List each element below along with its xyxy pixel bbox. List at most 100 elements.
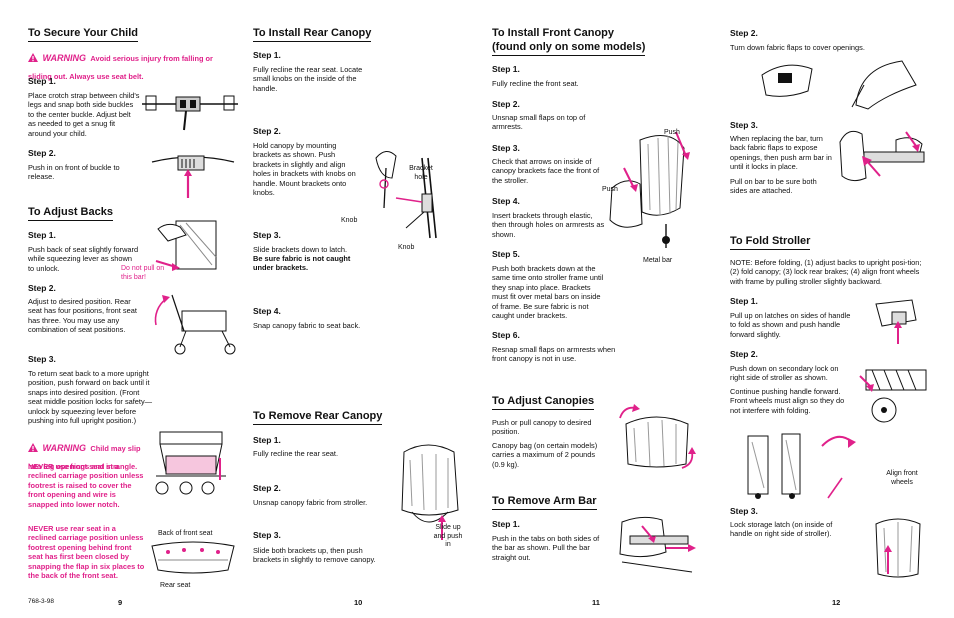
step-text: Lock storage latch (on inside of handle … — [730, 520, 833, 539]
page-number: 9 — [118, 598, 123, 607]
front-canopy-illustration — [609, 131, 690, 248]
caption-push: Push — [602, 186, 618, 193]
adjust-canopies-title: To Adjust Canopies — [492, 394, 595, 410]
page-number: 11 — [592, 598, 600, 607]
step-text: Unsnap small flaps on top of armrests. — [492, 113, 586, 132]
step-text: Fully recline the rear seat. Locate smal… — [253, 65, 363, 93]
secure-child-title: To Secure Your Child — [28, 26, 139, 42]
warning-word: WARNING — [42, 443, 86, 453]
step-text: Push in the tabs on both sides of the ba… — [492, 534, 600, 562]
install-front-canopy-title: To Install Front Canopy — [492, 27, 615, 39]
warning-block-1: WARNING Avoid serious injury from fallin… — [28, 48, 228, 84]
step-text: To return seat back to a more upright po… — [28, 369, 153, 426]
step-text: Snap canopy fabric to seat back. — [253, 321, 361, 330]
fabric-flaps-illustration — [761, 60, 917, 110]
remove-rear-canopy-title: To Remove Rear Canopy — [253, 409, 383, 425]
canopy-text: Push or pull canopy to desired position. — [492, 418, 592, 437]
carriage-stroller-illustration — [155, 431, 226, 495]
never-warning-1: NEVER use front seat in a reclined carri… — [28, 462, 144, 509]
step-text: Turn down fabric flaps to cover openings… — [730, 43, 865, 52]
step-label: Step 3. — [492, 143, 520, 153]
caption-push: Push — [664, 129, 680, 136]
page-number: 12 — [832, 598, 841, 607]
step-text: Push both brackets down at the same time… — [492, 264, 604, 321]
warning-triangle-icon — [28, 443, 38, 452]
install-front-canopy-subtitle: (found only on some models) — [492, 40, 646, 56]
never-warning-2: NEVER use rear seat in a reclined carria… — [28, 524, 145, 581]
caption-bracket-hole: Bracket hole — [409, 165, 433, 181]
warning-block-2: WARNING Child may slip into leg openings… — [28, 438, 146, 474]
adjust-backs-title: To Adjust Backs — [28, 205, 113, 221]
seat-back-lever-illustration — [155, 220, 217, 271]
fold-stroller-title: To Fold Stroller — [730, 234, 811, 250]
step-label: Step 1. — [28, 230, 56, 240]
step-text: Pull on bar to be sure both sides are at… — [730, 177, 817, 196]
fold-note: NOTE: Before folding, (1) adjust backs t… — [730, 258, 922, 286]
step-text: Check that arrows on inside of canopy br… — [492, 157, 600, 185]
step-label: Step 3. — [730, 506, 758, 516]
step-label: Step 1. — [492, 519, 520, 529]
step-label: Step 5. — [492, 249, 520, 259]
step-text: Place crotch strap between child's legs … — [28, 91, 140, 138]
step-label: Step 2. — [730, 349, 758, 359]
step-text: Push in on front of buckle to release. — [28, 163, 120, 182]
recline-positions-illustration — [154, 294, 236, 355]
step-label: Step 2. — [492, 99, 520, 109]
step-text: Push back of seat slightly forward while… — [28, 245, 139, 273]
step-label: Step 1. — [730, 296, 758, 306]
footrest-flap-illustration — [151, 541, 235, 574]
page-number: 10 — [354, 598, 363, 607]
step-text: Insert brackets through elastic, then th… — [492, 211, 605, 239]
step-text: Continue pushing handle forward. Front w… — [730, 387, 845, 415]
step-text: Resnap small flaps on armrests when fron… — [492, 345, 616, 364]
step-label: Step 1. — [492, 64, 520, 74]
canopy-adjust-illustration — [619, 404, 696, 469]
canopy-bracket-illustration — [375, 151, 437, 239]
buckle-release-illustration — [151, 155, 235, 198]
caption-metal-bar: Metal bar — [643, 257, 673, 264]
step-label: Step 3. — [730, 120, 758, 130]
warning-word: WARNING — [42, 53, 86, 63]
step-label: Step 2. — [28, 283, 56, 293]
step-label: Step 3. — [28, 354, 56, 364]
step-text-bold: Be sure fabric is not caught under brack… — [253, 254, 351, 273]
step-text: Slide brackets down to latch. — [253, 245, 348, 254]
document-code: 768-3-98 — [28, 598, 55, 605]
seat-belt-illustration — [142, 95, 238, 131]
storage-latch-illustration — [875, 518, 921, 578]
step-label: Step 4. — [253, 306, 281, 316]
step-text: When replacing the bar, turn back fabric… — [730, 134, 832, 172]
arm-bar-replace-illustration — [839, 130, 925, 182]
caption-knob: Knob — [398, 244, 415, 251]
folding-stroller-illustration — [747, 433, 856, 499]
step-text: Adjust to desired position. Rear seat ha… — [28, 297, 137, 335]
caption-slide-up: Slide up and push in — [433, 524, 463, 548]
step-label: Step 1. — [253, 50, 281, 60]
step-label: Step 2. — [28, 148, 56, 158]
step-text: Slide both brackets up, then push bracke… — [253, 546, 376, 565]
step-text: Unsnap canopy fabric from stroller. — [253, 498, 368, 507]
step-text: Push down on secondary lock on right sid… — [730, 364, 839, 383]
step-label: Step 4. — [492, 196, 520, 206]
secondary-lock-illustration — [859, 369, 927, 423]
caption-back-of-front-seat: Back of front seat — [158, 530, 213, 537]
canopy-bag-text: Canopy bag (on certain models) carries a… — [492, 441, 598, 469]
arm-bar-removal-illustration — [619, 516, 696, 573]
step-label: Step 1. — [253, 435, 281, 445]
step-label: Step 2. — [253, 126, 281, 136]
caption-rear-seat: Rear seat — [160, 582, 191, 589]
caption-align-wheels: Align front wheels — [886, 470, 918, 486]
caption-knob: Knob — [341, 217, 358, 224]
handle-latch-illustration — [875, 299, 917, 344]
step-label: Step 1. — [28, 76, 56, 86]
step-label: Step 3. — [253, 230, 281, 240]
warning-text: Avoid serious injury from falling or sli… — [28, 54, 213, 81]
step-label: Step 2. — [730, 28, 758, 38]
step-label: Step 3. — [253, 530, 281, 540]
step-text: Fully recline the rear seat. — [253, 449, 339, 458]
warning-text: Child may slip into leg openings and str… — [28, 444, 141, 471]
canopy-removal-illustration — [401, 444, 459, 540]
caption-do-not-pull: Do not pull on this bar! — [121, 265, 165, 281]
step-label: Step 6. — [492, 330, 520, 340]
step-text: Hold canopy by mounting brackets as show… — [253, 141, 356, 198]
